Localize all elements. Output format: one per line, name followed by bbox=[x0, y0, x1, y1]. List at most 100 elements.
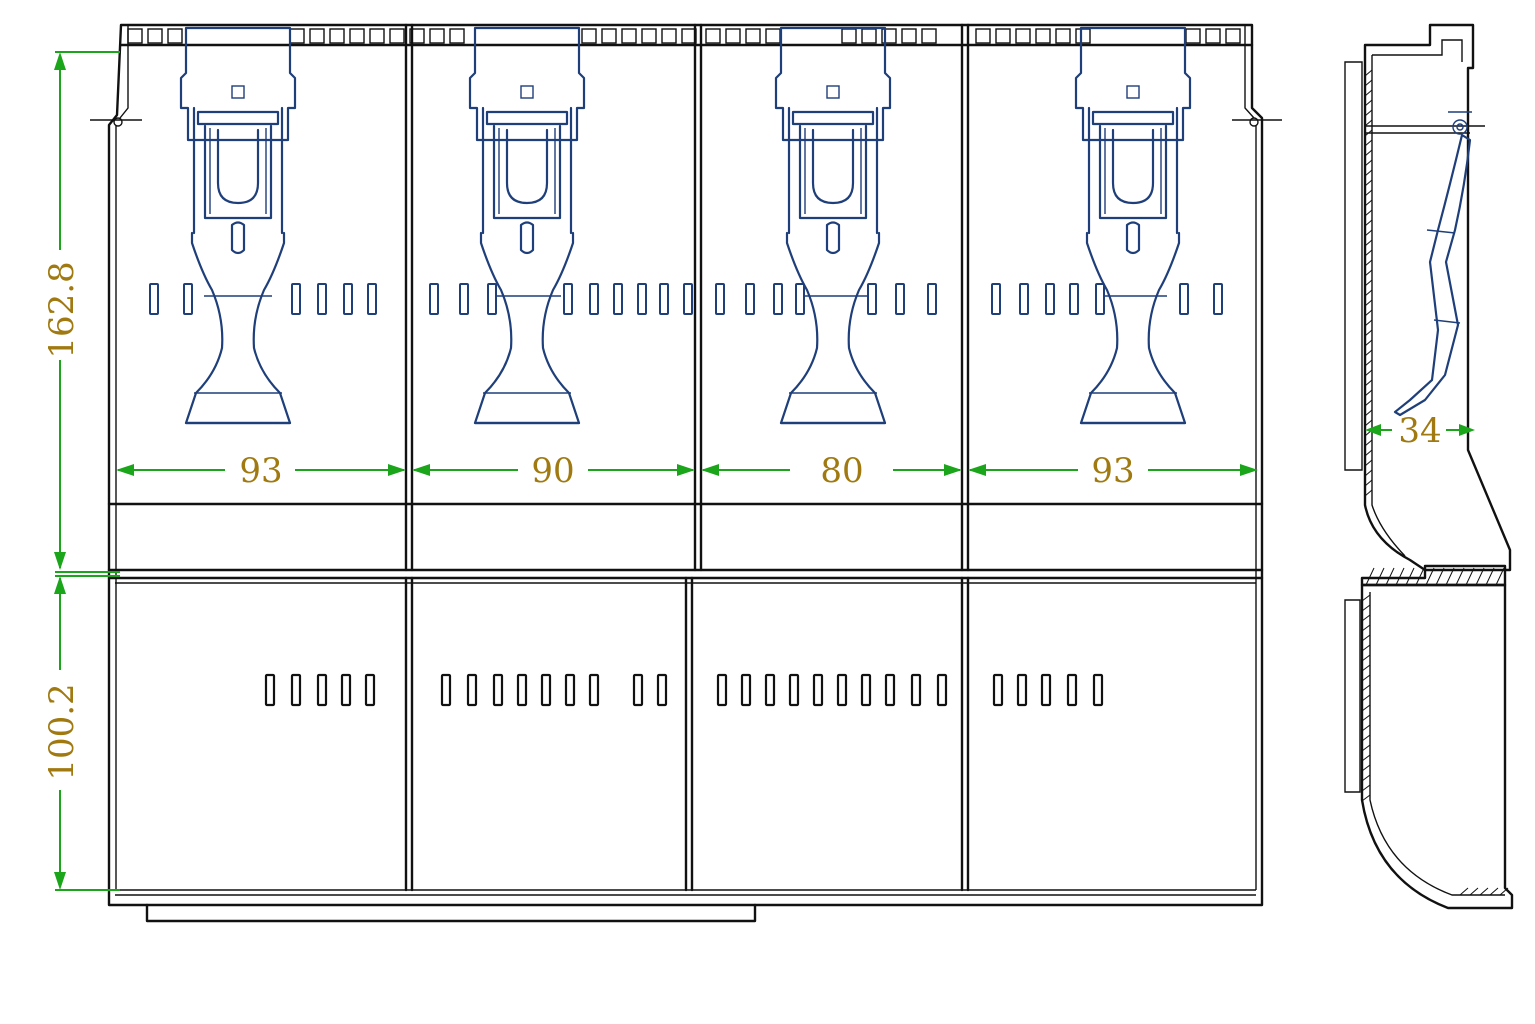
slot bbox=[927, 283, 937, 315]
dimension-width-2: 90 bbox=[412, 451, 695, 491]
top-window bbox=[861, 28, 877, 44]
top-window bbox=[1055, 28, 1071, 44]
side-clip-arm bbox=[1393, 133, 1472, 417]
top-window bbox=[349, 28, 365, 44]
top-window bbox=[745, 28, 761, 44]
tray-foot bbox=[145, 903, 757, 923]
slot bbox=[895, 283, 905, 315]
top-window bbox=[975, 28, 991, 44]
slot bbox=[632, 673, 644, 707]
slot bbox=[367, 283, 377, 315]
slot bbox=[291, 283, 301, 315]
slot bbox=[364, 673, 376, 707]
top-window bbox=[581, 28, 597, 44]
width-label-3: 80 bbox=[820, 451, 863, 491]
slot bbox=[812, 673, 824, 707]
slot bbox=[440, 673, 452, 707]
slot bbox=[860, 673, 872, 707]
slot bbox=[1179, 283, 1189, 315]
slot bbox=[1040, 673, 1052, 707]
lower-height-label: 100.2 bbox=[42, 683, 82, 780]
top-window bbox=[429, 28, 445, 44]
slot bbox=[936, 673, 948, 707]
top-window bbox=[621, 28, 637, 44]
slot bbox=[540, 673, 552, 707]
slot bbox=[459, 283, 469, 315]
slot bbox=[1045, 283, 1055, 315]
top-window bbox=[1205, 28, 1221, 44]
top-window bbox=[705, 28, 721, 44]
slot bbox=[264, 673, 276, 707]
mounting-marks bbox=[90, 117, 1282, 127]
slot bbox=[764, 673, 776, 707]
slot bbox=[773, 283, 783, 315]
slot bbox=[290, 673, 302, 707]
slot bbox=[466, 673, 478, 707]
top-window bbox=[449, 28, 465, 44]
note-clip-2 bbox=[468, 26, 586, 425]
top-window bbox=[725, 28, 741, 44]
width-label-2: 90 bbox=[531, 451, 574, 491]
top-window bbox=[841, 28, 857, 44]
slot bbox=[867, 283, 877, 315]
slot bbox=[884, 673, 896, 707]
top-window bbox=[1015, 28, 1031, 44]
tray-outline bbox=[107, 23, 1264, 907]
upper-slots bbox=[149, 283, 1223, 315]
slot bbox=[836, 673, 848, 707]
slot bbox=[715, 283, 725, 315]
top-window bbox=[601, 28, 617, 44]
slot bbox=[1213, 283, 1223, 315]
slot bbox=[589, 283, 599, 315]
slot bbox=[516, 673, 528, 707]
slot bbox=[1069, 283, 1079, 315]
lower-slots bbox=[264, 673, 1104, 707]
top-windows bbox=[127, 28, 1241, 44]
slot bbox=[910, 673, 922, 707]
slot bbox=[563, 283, 573, 315]
note-clip-3 bbox=[774, 26, 892, 425]
slot bbox=[316, 673, 328, 707]
top-window bbox=[409, 28, 425, 44]
slot bbox=[429, 283, 439, 315]
note-clip-4 bbox=[1074, 26, 1192, 425]
top-window bbox=[641, 28, 657, 44]
slot bbox=[745, 283, 755, 315]
slot bbox=[1019, 283, 1029, 315]
dimension-width-4: 93 bbox=[968, 451, 1258, 491]
top-window bbox=[995, 28, 1011, 44]
width-label-4: 93 bbox=[1091, 451, 1134, 491]
top-window bbox=[661, 28, 677, 44]
slot bbox=[683, 283, 693, 315]
slot bbox=[149, 283, 159, 315]
top-window bbox=[329, 28, 345, 44]
dimension-upper-height: 162.8 bbox=[42, 51, 120, 573]
front-view: 162.8 100.2 93 90 bbox=[42, 23, 1282, 923]
depth-label: 34 bbox=[1398, 411, 1441, 451]
dimension-lower-height: 100.2 bbox=[42, 575, 120, 891]
slot bbox=[740, 673, 752, 707]
upper-dividers bbox=[404, 23, 970, 572]
slot bbox=[564, 673, 576, 707]
top-window bbox=[1185, 28, 1201, 44]
slot bbox=[1066, 673, 1078, 707]
top-window bbox=[901, 28, 917, 44]
slot bbox=[795, 283, 805, 315]
slot bbox=[492, 673, 504, 707]
top-window bbox=[1075, 28, 1091, 44]
top-window bbox=[389, 28, 405, 44]
top-window bbox=[167, 28, 183, 44]
width-label-1: 93 bbox=[239, 451, 282, 491]
dimension-width-3: 80 bbox=[701, 451, 962, 491]
slot bbox=[656, 673, 668, 707]
dimension-depth: 34 bbox=[1365, 411, 1475, 451]
slot bbox=[1095, 283, 1105, 315]
lower-dividers bbox=[404, 576, 970, 892]
top-window bbox=[1225, 28, 1241, 44]
top-window bbox=[921, 28, 937, 44]
slot bbox=[991, 283, 1001, 315]
side-view: 34 bbox=[1344, 23, 1514, 910]
slot bbox=[343, 283, 353, 315]
top-window bbox=[309, 28, 325, 44]
